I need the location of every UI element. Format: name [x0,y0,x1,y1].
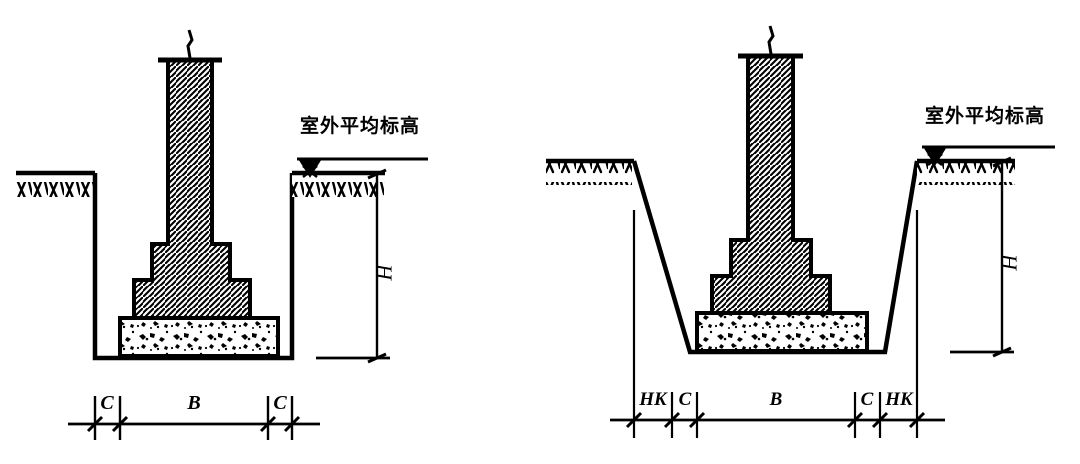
depth-label-H-right: H [997,253,1022,271]
dim-tick-r5 [871,411,889,429]
width-dimension-chain-left: C B C [68,392,320,440]
grade-tick-b-2 [927,153,943,166]
depth-label-H: H [372,263,397,281]
dim-tick-r4 [846,411,864,429]
dim-tick-r6 [908,411,926,429]
dim-tick-4 [283,415,301,433]
grade-note-label-right: 室外平均标高 [925,104,1045,127]
dim-label-HK-right: HK [884,389,914,410]
earth-hatch-left [16,173,94,197]
break-squiggle [186,29,194,59]
dim-tick-2 [111,415,129,433]
dim-tick-1 [86,415,104,433]
grade-elevation-marker-left [297,157,428,178]
dim-tick-r3 [688,411,706,429]
depth-tick-top [367,168,387,180]
earth-hatch-left-2 [546,161,632,185]
ground-surface-left [16,170,95,197]
depth-tick-top-2 [992,156,1012,168]
dim-label-B-2: B [769,389,783,410]
grade-elevation-marker-right [922,145,1055,166]
grade-tick-b [302,165,318,178]
dim-label-C-left: C [100,392,114,414]
dim-label-C-right-2: C [861,389,874,410]
dim-tick-r1 [625,411,643,429]
dim-tick-r2 [663,411,681,429]
dim-label-C-right: C [273,392,287,414]
depth-dimension-left: H [316,168,397,364]
concrete-base-right [695,311,869,353]
column-break-cap-right [738,25,803,59]
earth-hatch-right-2 [917,161,1015,185]
masonry-footing-profile-right [710,54,832,315]
ground-surface-left-2 [546,158,634,185]
concrete-base-left [118,316,280,358]
stepped-footing-left [132,58,252,320]
width-dimension-chain-right: HK C B C HK [610,210,945,438]
concrete-base-rect [118,316,280,358]
ground-surface-right-2 [917,158,1015,185]
dim-tick-3 [259,415,277,433]
depth-dimension-right: H [950,156,1022,358]
left-diagram-group: 室外平均标高 H [16,29,428,440]
dim-label-HK-left: HK [638,389,668,410]
grade-note-label-left: 室外平均标高 [300,114,420,137]
right-diagram-group: 室外平均标高 H [546,25,1055,438]
masonry-footing-profile [132,58,252,320]
column-break-cap-left [158,29,222,63]
dim-label-C-left-2: C [679,389,692,410]
break-squiggle-right [767,25,775,55]
dim-label-B: B [186,392,200,414]
